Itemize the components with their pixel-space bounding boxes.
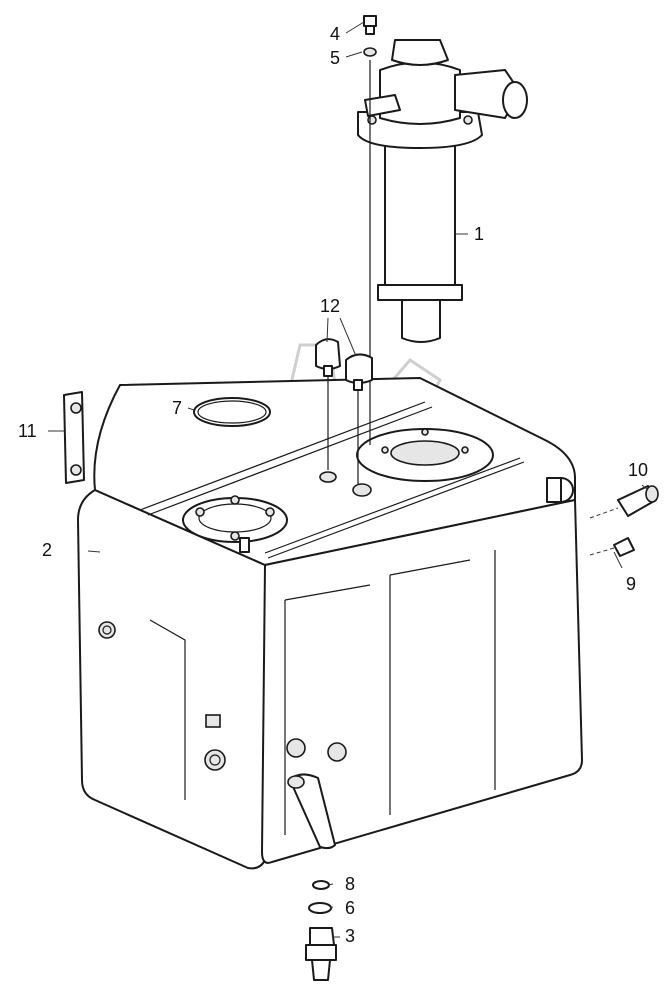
fittings-right <box>589 485 659 557</box>
leader-lines <box>48 21 649 938</box>
callout-6: 6 <box>345 898 355 918</box>
callout-9: 9 <box>626 574 636 594</box>
mounting-bracket <box>63 391 85 484</box>
callout-7: 7 <box>172 398 182 418</box>
callout-2: 2 <box>42 540 52 560</box>
callout-12: 12 <box>320 296 340 316</box>
drain-parts <box>305 880 337 981</box>
callout-1: 1 <box>474 224 484 244</box>
gasket-ring <box>193 397 271 427</box>
callout-labels: 1 2 3 4 5 6 7 8 9 10 11 12 <box>18 24 648 946</box>
callout-4: 4 <box>330 24 340 44</box>
callout-5: 5 <box>330 48 340 68</box>
callout-11: 11 <box>18 421 37 441</box>
callout-3: 3 <box>345 926 355 946</box>
plug-caps <box>315 338 373 484</box>
callout-10: 10 <box>628 460 648 480</box>
return-filter <box>357 39 528 343</box>
hydraulic-tank <box>77 377 583 870</box>
callout-8: 8 <box>345 874 355 894</box>
